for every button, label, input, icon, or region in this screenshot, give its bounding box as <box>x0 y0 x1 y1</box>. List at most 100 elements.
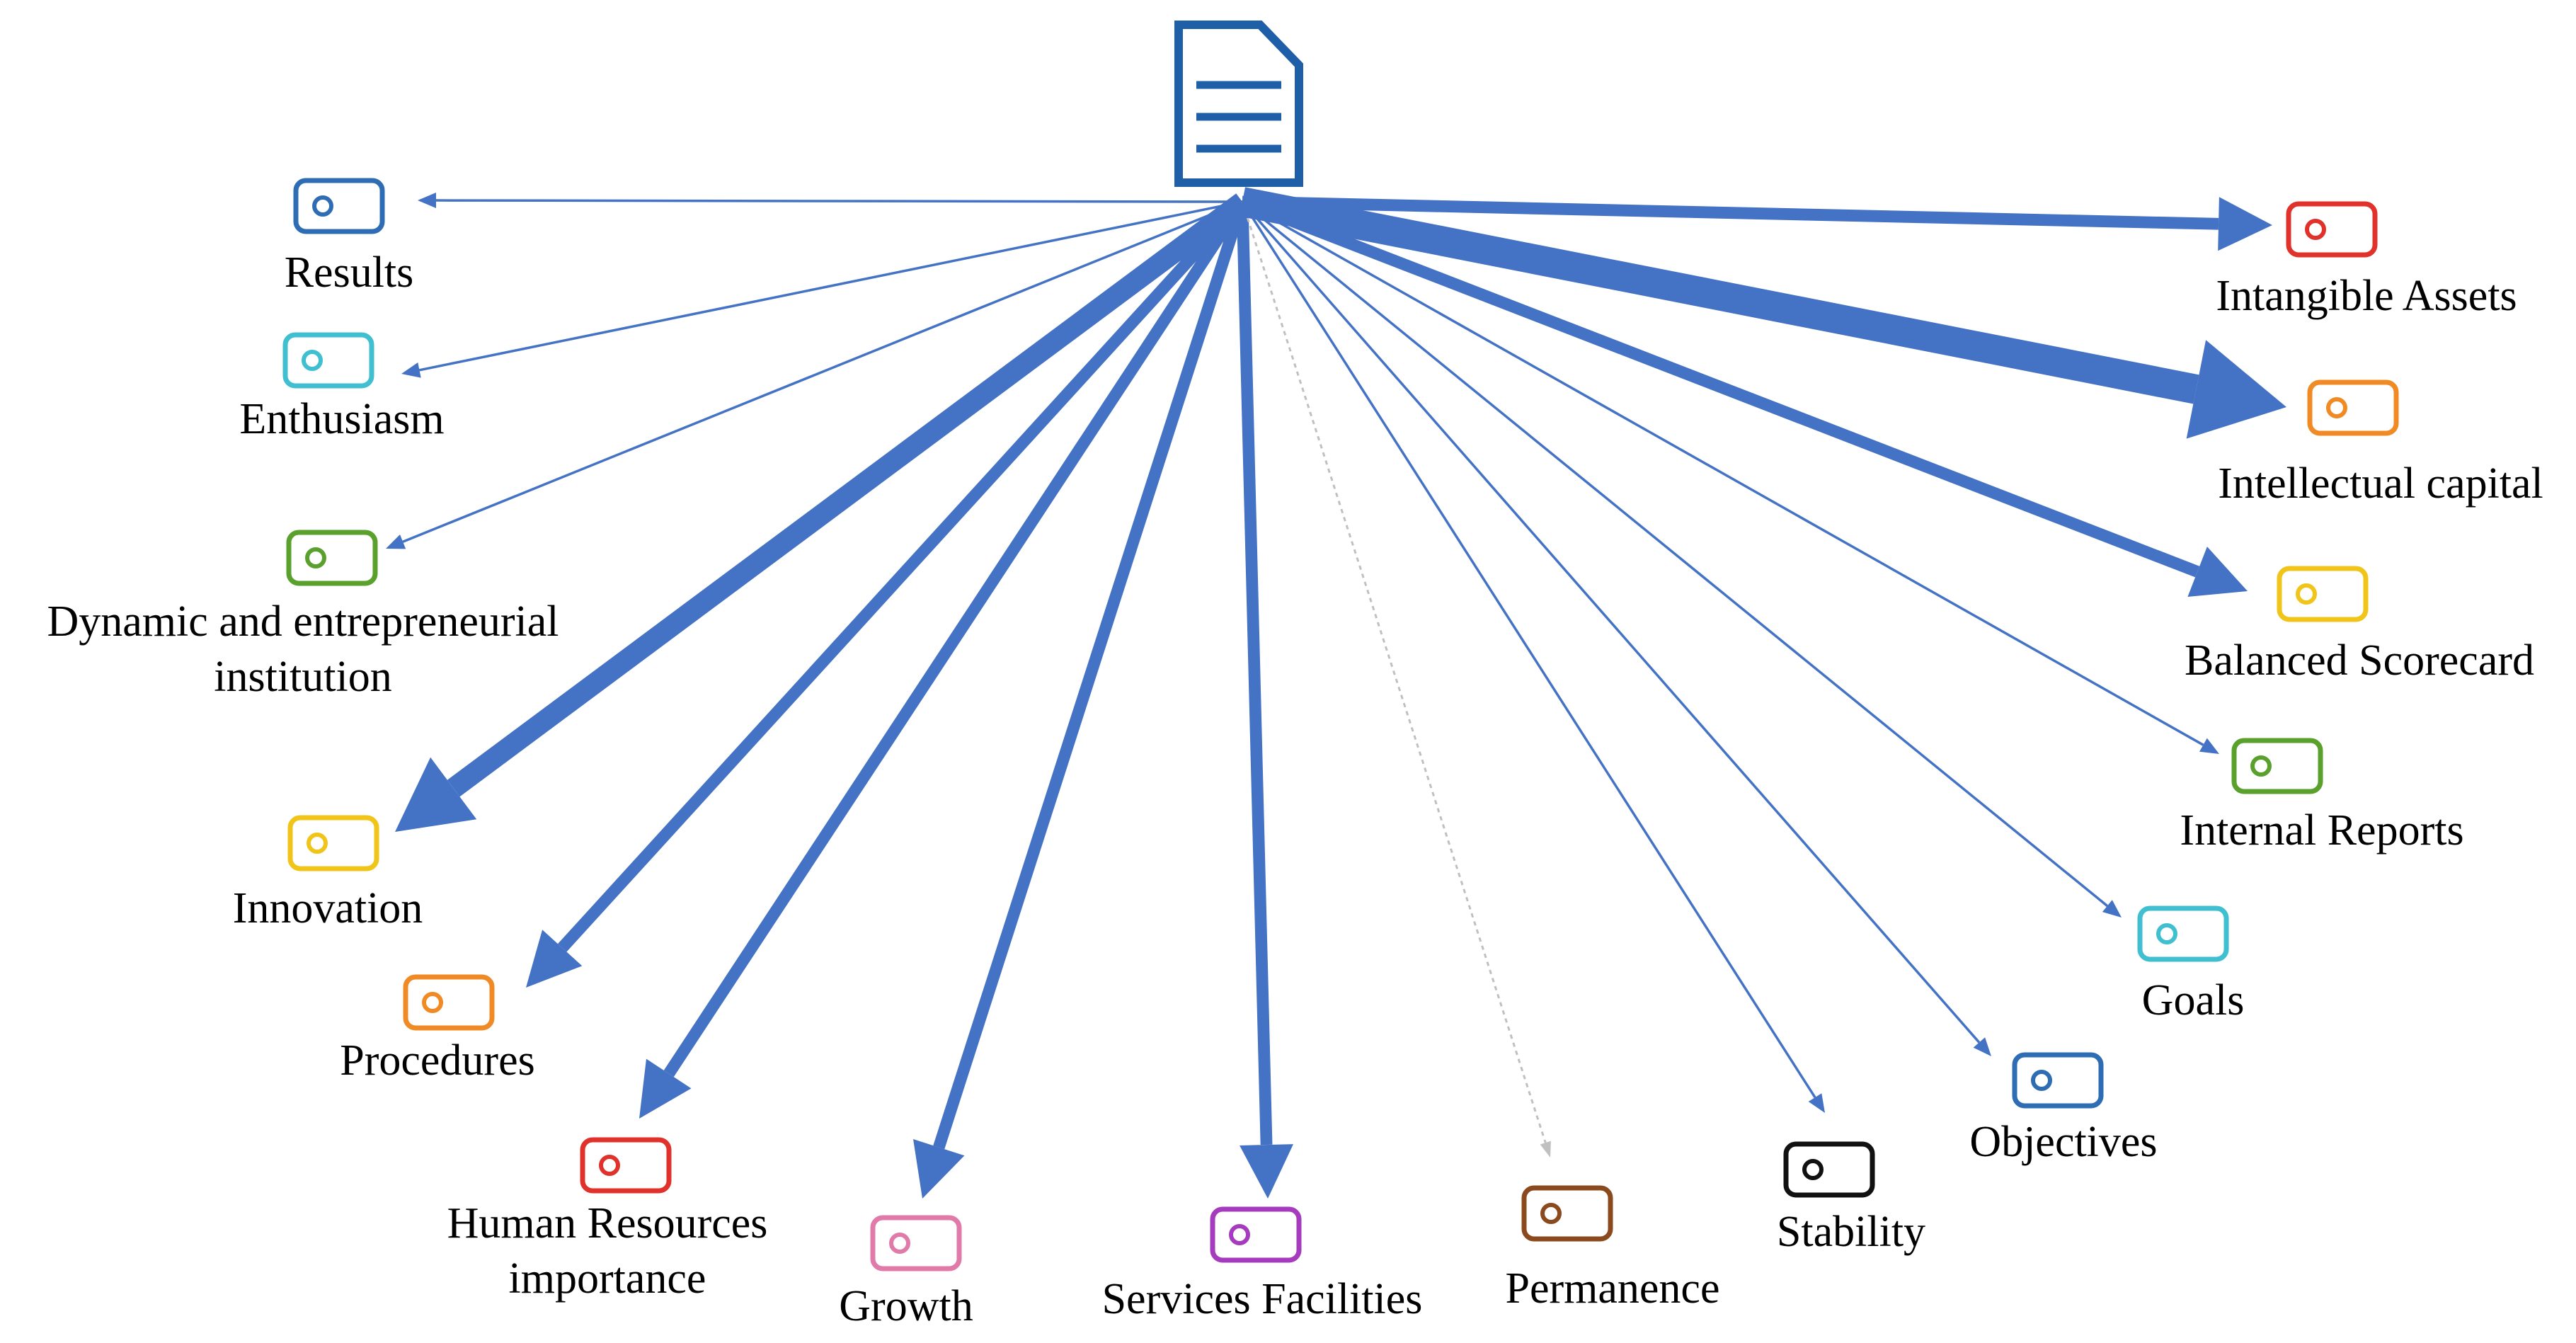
tag-icon <box>287 815 379 871</box>
arrowhead-objectives <box>1973 1037 1991 1056</box>
node-label-line: Goals <box>2142 976 2245 1024</box>
node-goals[interactable]: Goals <box>2137 905 2245 1024</box>
node-label-line: Results <box>285 248 414 297</box>
node-objectives[interactable]: Objectives <box>1969 1052 2158 1166</box>
arrowhead-innovation <box>395 757 477 832</box>
edge-dynamic <box>402 200 1243 543</box>
arrowhead-services <box>1240 1144 1293 1199</box>
node-label-line: Human Resources <box>447 1199 768 1247</box>
arrowhead-enthusiasm <box>401 362 421 378</box>
edge-stability <box>1241 201 1816 1099</box>
arrowhead-growth <box>913 1139 965 1199</box>
arrowhead-procedures <box>526 930 583 988</box>
node-label-innovation: Innovation <box>233 884 423 932</box>
edge-balanced <box>1240 196 2200 578</box>
node-label-line: Enthusiasm <box>239 395 444 443</box>
node-label-stability: Stability <box>1777 1208 1925 1256</box>
edge-internal <box>1242 200 2204 746</box>
tag-icon <box>2307 379 2399 436</box>
edge-goals <box>1241 200 2108 907</box>
node-growth[interactable]: Growth <box>839 1215 973 1330</box>
node-stability[interactable]: Stability <box>1777 1141 1925 1256</box>
arrowhead-results <box>418 193 436 208</box>
edge-intangible <box>1242 195 2219 230</box>
tag-icon <box>1521 1185 1613 1242</box>
node-label-results: Results <box>285 248 414 297</box>
edge-innovation <box>447 193 1249 797</box>
node-hr[interactable]: Human Resources importance <box>447 1137 768 1303</box>
node-balanced[interactable]: Balanced Scorecard <box>2185 566 2534 685</box>
node-label-line: importance <box>509 1255 706 1303</box>
edge-intellectual <box>1239 187 2199 404</box>
node-label-line: Dynamic and entrepreneurial <box>47 598 559 646</box>
tag-icon <box>403 974 495 1031</box>
arrowhead-stability <box>1808 1093 1825 1113</box>
edge-growth <box>933 200 1248 1150</box>
tag-icon <box>2012 1052 2104 1109</box>
node-label-line: institution <box>214 653 391 701</box>
node-label-line: Internal Reports <box>2180 806 2463 855</box>
node-procedures[interactable]: Procedures <box>340 974 535 1085</box>
edges-layer <box>386 187 2286 1199</box>
document-icon <box>1174 21 1303 187</box>
node-label-intellectual: Intellectual capital <box>2218 459 2543 508</box>
node-label-line: Stability <box>1777 1208 1925 1256</box>
node-innovation[interactable]: Innovation <box>233 815 423 932</box>
tag-icon <box>2231 738 2323 794</box>
tag-icon <box>293 178 385 234</box>
edge-results <box>435 199 1243 203</box>
arrowhead-intangible <box>2218 197 2272 251</box>
node-label-line: Objectives <box>1969 1118 2157 1166</box>
node-label-line: Intangible Assets <box>2216 272 2517 320</box>
node-label-line: Balanced Scorecard <box>2185 636 2534 685</box>
tag-icon <box>870 1215 962 1271</box>
tag-icon <box>2286 201 2378 258</box>
node-label-line: Procedures <box>340 1036 534 1085</box>
node-label-procedures: Procedures <box>340 1036 534 1085</box>
tag-icon <box>1210 1206 1302 1263</box>
node-label-line: Intellectual capital <box>2218 459 2543 508</box>
tag-icon <box>1783 1141 1875 1198</box>
arrowhead-permanence <box>1540 1141 1551 1158</box>
node-label-balanced: Balanced Scorecard <box>2185 636 2534 685</box>
node-label-line: Growth <box>839 1282 973 1330</box>
arrowhead-internal <box>2199 738 2219 754</box>
arrowhead-balanced <box>2187 547 2248 597</box>
node-label-growth: Growth <box>839 1282 973 1330</box>
node-label-intangible: Intangible Assets <box>2216 272 2517 320</box>
node-label-permanence: Permanence <box>1506 1264 1720 1313</box>
tag-icon <box>286 530 378 586</box>
tag-icon <box>580 1137 672 1194</box>
tag-icon <box>2277 566 2369 622</box>
edge-objectives <box>1241 200 1981 1044</box>
arrowhead-dynamic <box>386 535 406 549</box>
tag-icon <box>282 332 374 389</box>
node-label-objectives: Objectives <box>1969 1118 2157 1166</box>
node-enthusiasm[interactable]: Enthusiasm <box>239 332 445 443</box>
node-label-line: Innovation <box>233 884 423 932</box>
node-label-hr: Human Resources importance <box>447 1199 768 1303</box>
node-dynamic[interactable]: Dynamic and entrepreneurial institution <box>47 530 559 701</box>
node-label-enthusiasm: Enthusiasm <box>239 395 444 443</box>
node-label-line: Permanence <box>1506 1264 1720 1313</box>
node-label-internal: Internal Reports <box>2180 806 2463 855</box>
node-label-goals: Goals <box>2142 976 2245 1024</box>
edge-services <box>1236 201 1273 1145</box>
node-intellectual[interactable]: Intellectual capital <box>2218 379 2543 508</box>
arrowhead-goals <box>2102 900 2122 918</box>
edge-hr <box>663 198 1248 1078</box>
edge-enthusiasm <box>419 200 1243 372</box>
node-services[interactable]: Services Facilities <box>1102 1206 1423 1323</box>
tag-icon <box>2137 905 2229 962</box>
node-label-services: Services Facilities <box>1102 1275 1423 1323</box>
node-intangible[interactable]: Intangible Assets <box>2216 201 2517 320</box>
node-results[interactable]: Results <box>285 178 414 297</box>
edge-permanence <box>1241 201 1547 1143</box>
node-label-line: Services Facilities <box>1102 1275 1423 1323</box>
node-permanence[interactable]: Permanence <box>1506 1185 1720 1313</box>
node-label-dynamic: Dynamic and entrepreneurial institution <box>47 598 559 701</box>
edge-procedures <box>557 198 1247 952</box>
node-internal[interactable]: Internal Reports <box>2180 738 2464 855</box>
